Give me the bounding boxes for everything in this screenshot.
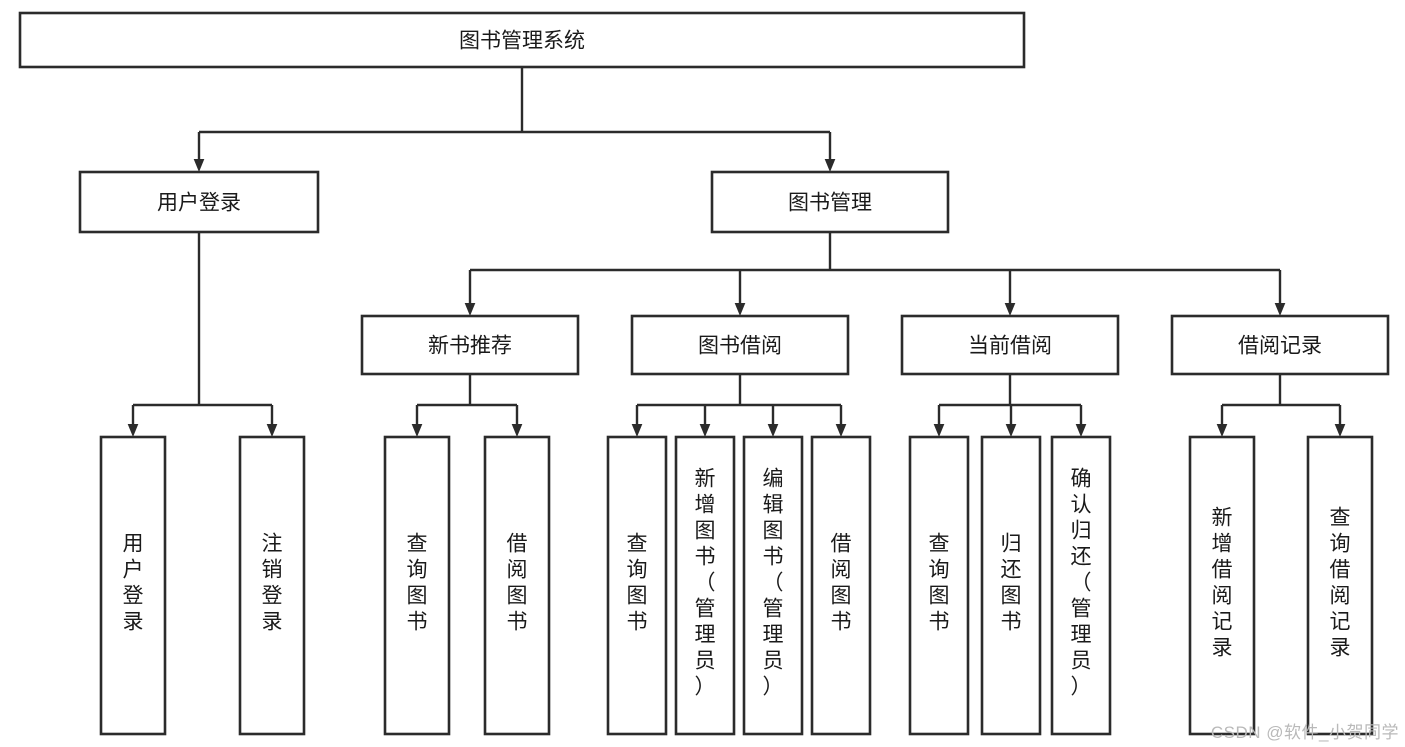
node-label: 查询借阅记录 — [1330, 507, 1351, 660]
arrow-head-icon — [193, 159, 205, 172]
node-label: 查询图书 — [407, 533, 428, 634]
node-box — [1188, 435, 1256, 736]
node-label: 新书推荐 — [428, 335, 512, 358]
node-box — [908, 435, 970, 736]
node-box — [18, 11, 1026, 69]
arrow-head-icon — [1075, 424, 1087, 437]
arrow-head-icon — [734, 303, 746, 316]
node-label: 图书管理系统 — [459, 30, 585, 53]
arrow-head-icon — [767, 424, 779, 437]
node-label: 借阅记录 — [1238, 335, 1322, 358]
node-book-manage[interactable]: 图书管理 — [710, 170, 950, 234]
node-book-borrow[interactable]: 图书借阅 — [630, 314, 850, 376]
arrow-head-icon — [1216, 424, 1228, 437]
node-leaf-user-logout[interactable]: 注销登录 — [238, 435, 306, 736]
arrow-head-icon — [1004, 303, 1016, 316]
arrow-head-icon — [835, 424, 847, 437]
node-box — [99, 435, 167, 736]
arrow-head-icon — [824, 159, 836, 172]
node-leaf-borrow-book-1[interactable]: 借阅图书 — [483, 435, 551, 736]
node-label: 借阅图书 — [507, 533, 528, 634]
node-label: 用户登录 — [157, 192, 241, 215]
node-label: 新增图书（管理员） — [695, 468, 716, 699]
node-box — [674, 435, 736, 736]
node-label: 用户登录 — [123, 533, 144, 634]
node-new-book-rec[interactable]: 新书推荐 — [360, 314, 580, 376]
arrow-head-icon — [411, 424, 423, 437]
node-leaf-query-record[interactable]: 查询借阅记录 — [1306, 435, 1374, 736]
node-leaf-query-book-2[interactable]: 查询图书 — [606, 435, 668, 736]
node-label: 注销登录 — [262, 533, 283, 634]
node-box — [1170, 314, 1390, 376]
arrow-head-icon — [933, 424, 945, 437]
connector-layer — [127, 67, 1346, 437]
node-label: 当前借阅 — [968, 335, 1052, 358]
node-leaf-query-book-1[interactable]: 查询图书 — [383, 435, 451, 736]
node-label: 归还图书 — [1001, 533, 1022, 634]
arrow-head-icon — [511, 424, 523, 437]
node-layer: 图书管理系统用户登录图书管理新书推荐图书借阅当前借阅借阅记录用户登录注销登录查询… — [18, 11, 1390, 736]
node-label: 查询图书 — [929, 533, 950, 634]
arrow-head-icon — [464, 303, 476, 316]
node-box — [980, 435, 1042, 736]
node-label: 新增借阅记录 — [1212, 507, 1233, 660]
arrow-head-icon — [699, 424, 711, 437]
arrow-head-icon — [266, 424, 278, 437]
node-label: 图书借阅 — [698, 335, 782, 358]
node-box — [810, 435, 872, 736]
node-label: 图书管理 — [788, 192, 872, 215]
node-box — [1050, 435, 1112, 736]
node-root[interactable]: 图书管理系统 — [18, 11, 1026, 69]
node-box — [742, 435, 804, 736]
node-leaf-return-book[interactable]: 归还图书 — [980, 435, 1042, 736]
node-box — [1306, 435, 1374, 736]
node-current-borrow[interactable]: 当前借阅 — [900, 314, 1120, 376]
node-box — [606, 435, 668, 736]
node-leaf-user-login[interactable]: 用户登录 — [99, 435, 167, 736]
arrow-head-icon — [1005, 424, 1017, 437]
node-box — [483, 435, 551, 736]
arrow-head-icon — [1334, 424, 1346, 437]
node-leaf-add-book[interactable]: 新增图书（管理员） — [674, 435, 736, 736]
node-label: 借阅图书 — [831, 533, 852, 634]
csdn-watermark: CSDN @软件_小贺同学 — [1210, 723, 1399, 742]
node-leaf-confirm-return[interactable]: 确认归还（管理员） — [1050, 435, 1112, 736]
node-box — [78, 170, 320, 234]
node-leaf-add-record[interactable]: 新增借阅记录 — [1188, 435, 1256, 736]
node-box — [630, 314, 850, 376]
node-leaf-edit-book[interactable]: 编辑图书（管理员） — [742, 435, 804, 736]
node-borrow-record[interactable]: 借阅记录 — [1170, 314, 1390, 376]
node-box — [238, 435, 306, 736]
node-label: 查询图书 — [627, 533, 648, 634]
node-box — [900, 314, 1120, 376]
node-label: 编辑图书（管理员） — [763, 468, 784, 699]
node-label: 确认归还（管理员） — [1071, 468, 1092, 699]
node-user-login[interactable]: 用户登录 — [78, 170, 320, 234]
arrow-head-icon — [1274, 303, 1286, 316]
node-box — [383, 435, 451, 736]
node-box — [710, 170, 950, 234]
node-leaf-borrow-book-2[interactable]: 借阅图书 — [810, 435, 872, 736]
node-box — [360, 314, 580, 376]
arrow-head-icon — [127, 424, 139, 437]
node-leaf-query-book-3[interactable]: 查询图书 — [908, 435, 970, 736]
arrow-head-icon — [631, 424, 643, 437]
